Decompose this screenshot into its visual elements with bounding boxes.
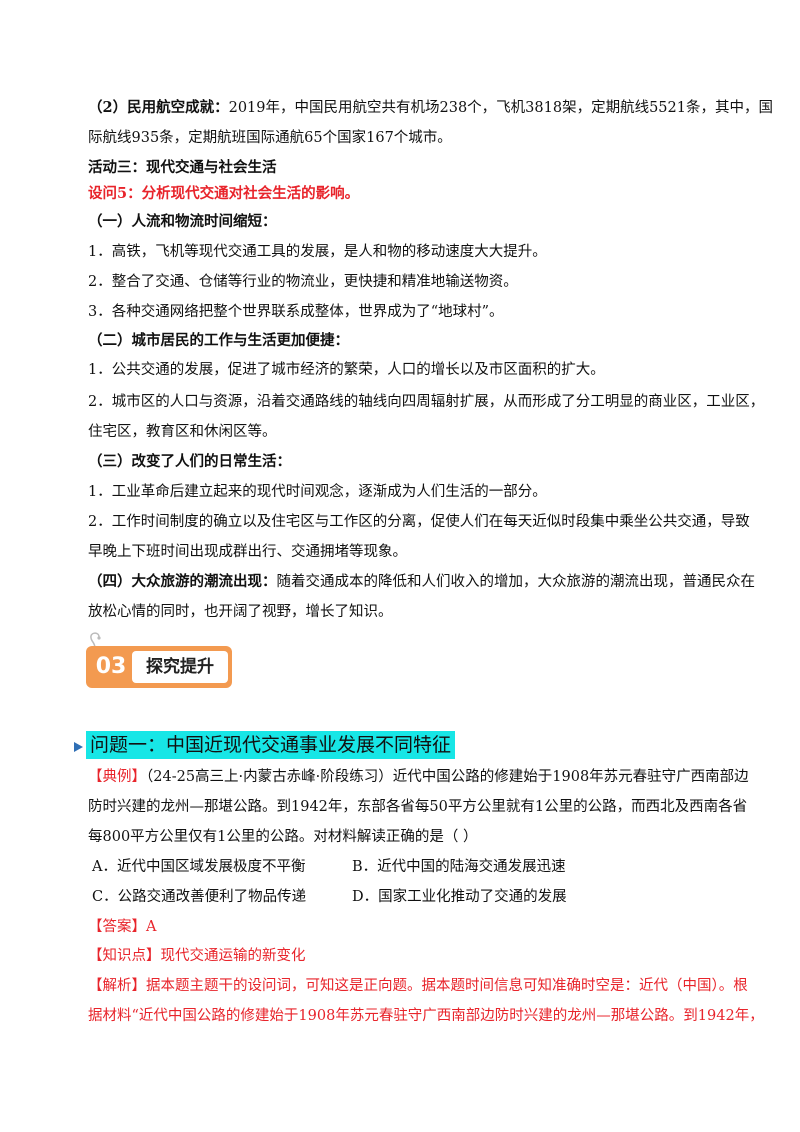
aviation-text-1: 2019年，中国民用航空共有机场238个，飞机3818架，定期航线5521条，其… xyxy=(228,100,773,116)
question-prompt: 设问5：分析现代交通对社会生活的影响。 xyxy=(88,185,360,202)
badge-hook-icon xyxy=(90,632,101,648)
example-stem-1: （24-25高三上·内蒙古赤峰·阶段练习）近代中国公路的修建始于1908年苏元春… xyxy=(146,769,749,785)
section-badge-number: 03 xyxy=(95,654,127,679)
part1-item-2: 2．整合了交通、仓储等行业的物流业，更快捷和精准地输送物资。 xyxy=(88,274,518,290)
part2-heading: （二）城市居民的工作与生活更加便捷： xyxy=(88,332,349,349)
example-line3: 每800平方公里仅有1公里的公路。对材料解读正确的是（ ） xyxy=(88,829,478,845)
aviation-paragraph-line1: （2）民用航空成就：2019年，中国民用航空共有机场238个，飞机3818架，定… xyxy=(88,98,773,118)
part2-item-2-line2: 住宅区，教育区和休闲区等。 xyxy=(88,424,277,440)
part3-item-1: 1．工业革命后建立起来的现代时间观念，逐渐成为人们生活的一部分。 xyxy=(88,484,547,500)
part2-item-1: 1．公共交通的发展，促进了城市经济的繁荣，人口的增长以及市区面积的扩大。 xyxy=(88,362,605,378)
section-badge-label: 探究提升 xyxy=(132,651,228,683)
activity-title: 活动三：现代交通与社会生活 xyxy=(88,159,277,176)
part1-heading: （一）人流和物流时间缩短： xyxy=(88,213,277,230)
knowledge-point: 【知识点】现代交通运输的新变化 xyxy=(88,948,306,964)
answer-line: 【答案】A xyxy=(88,919,157,935)
option-b: B．近代中国的陆海交通发展迅速 xyxy=(352,859,566,875)
option-a: A．近代中国区域发展极度不平衡 xyxy=(92,859,306,875)
part4-text-1: 随着交通成本的降低和人们收入的增加，大众旅游的潮流出现，普通民众在 xyxy=(276,574,756,590)
part1-item-1: 1．高铁，飞机等现代交通工具的发展，是人和物的移动速度大大提升。 xyxy=(88,244,547,260)
aviation-heading: （2）民用航空成就： xyxy=(88,99,229,116)
part3-heading: （三）改变了人们的日常生活： xyxy=(88,453,291,470)
aviation-paragraph-line2: 际航线935条，定期航班国际通航65个国家167个城市。 xyxy=(88,130,452,146)
example-line1: 【典例】（24-25高三上·内蒙古赤峰·阶段练习）近代中国公路的修建始于1908… xyxy=(88,767,749,787)
arrow-right-icon xyxy=(74,742,83,752)
part4-line1: （四）大众旅游的潮流出现：随着交通成本的降低和人们收入的增加，大众旅游的潮流出现… xyxy=(88,572,755,592)
part4-heading: （四）大众旅游的潮流出现： xyxy=(88,573,277,590)
option-d: D．国家工业化推动了交通的发展 xyxy=(352,889,567,905)
part2-item-2-line1: 2．城市区的人口与资源，沿着交通路线的轴线向四周辐射扩展，从而形成了分工明显的商… xyxy=(88,394,765,410)
example-tag: 【典例】 xyxy=(88,769,146,785)
analysis-line1: 【解析】据本题主题干的设问词，可知这是正向题。据本题时间信息可知准确时空是：近代… xyxy=(88,978,748,994)
part3-item-2-line1: 2．工作时间制度的确立以及住宅区与工作区的分离，促使人们在每天近似时段集中乘坐公… xyxy=(88,514,750,530)
part1-item-3: 3．各种交通网络把整个世界联系成整体，世界成为了“地球村”。 xyxy=(88,304,504,320)
part4-line2: 放松心情的同时，也开阔了视野，增长了知识。 xyxy=(88,604,393,620)
part3-item-2-line2: 早晚上下班时间出现成群出行、交通拥堵等现象。 xyxy=(88,544,407,560)
example-line2: 防时兴建的龙州—那堪公路。到1942年，东部各省每50平方公里就有1公里的公路，… xyxy=(88,799,748,815)
question1-title: 问题一：中国近现代交通事业发展不同特征 xyxy=(86,731,456,759)
option-c: C．公路交通改善便利了物品传递 xyxy=(92,889,307,905)
analysis-line2: 据材料“近代中国公路的修建始于1908年苏元春驻守广西南部边防时兴建的龙州—那堪… xyxy=(88,1008,764,1024)
